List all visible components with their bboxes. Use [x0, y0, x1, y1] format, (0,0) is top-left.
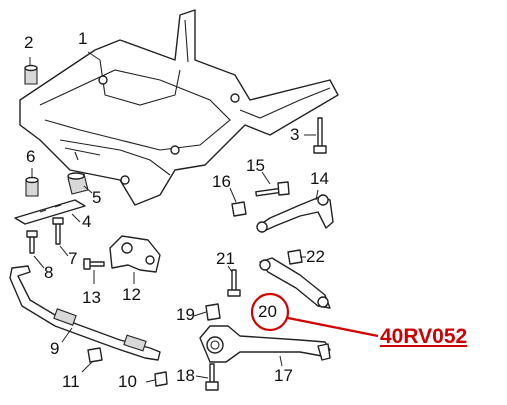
subframe: [19, 9, 339, 206]
callout-2: 2: [24, 33, 34, 52]
bolt-8: [26, 230, 38, 254]
callout-16: 16: [212, 172, 231, 191]
nut-10: [154, 371, 168, 387]
callout-8: 8: [44, 263, 54, 282]
lower-control-arm-17: [199, 325, 331, 363]
callout-3: 3: [290, 125, 300, 144]
callout-14: 14: [310, 169, 329, 188]
bushing-5: [67, 172, 89, 195]
callout-17: 17: [274, 366, 293, 385]
bolt-3: [313, 117, 327, 154]
lateral-link-20: [259, 257, 331, 309]
callout-18: 18: [176, 366, 195, 385]
bolt-7: [52, 217, 64, 245]
callout-21: 21: [216, 249, 235, 268]
callout-6: 6: [26, 147, 36, 166]
bracket-4: [14, 199, 86, 225]
bolt-15: [255, 181, 290, 197]
callout-12: 12: [122, 285, 141, 304]
callout-13: 13: [82, 288, 101, 307]
bolt-21: [227, 269, 241, 297]
callout-11: 11: [62, 372, 80, 391]
bolt-13: [83, 258, 105, 270]
callout-22: 22: [306, 247, 325, 266]
nut-22: [287, 249, 303, 265]
callout-1: 1: [78, 29, 88, 48]
nut-11: [87, 347, 103, 363]
leader-lines: [29, 51, 319, 383]
callout-20: 20: [258, 302, 277, 321]
reference-code: 40RV052: [380, 325, 468, 348]
callout-15: 15: [246, 156, 265, 175]
bushing-2: [24, 64, 38, 85]
callout-5: 5: [92, 188, 102, 207]
stabilizer-bar-9: [9, 265, 161, 361]
highlight-marker: [250, 292, 379, 338]
nut-16: [231, 201, 247, 217]
callout-7: 7: [68, 249, 78, 268]
nut-19: [205, 303, 221, 321]
callout-4: 4: [82, 212, 92, 231]
bracket-12: [109, 235, 161, 273]
upper-control-arm-14: [256, 194, 334, 233]
callout-19: 19: [176, 305, 195, 324]
callout-9: 9: [50, 339, 60, 358]
bushing-6: [25, 176, 39, 197]
callout-10: 10: [118, 372, 137, 391]
bolt-18: [205, 363, 219, 391]
